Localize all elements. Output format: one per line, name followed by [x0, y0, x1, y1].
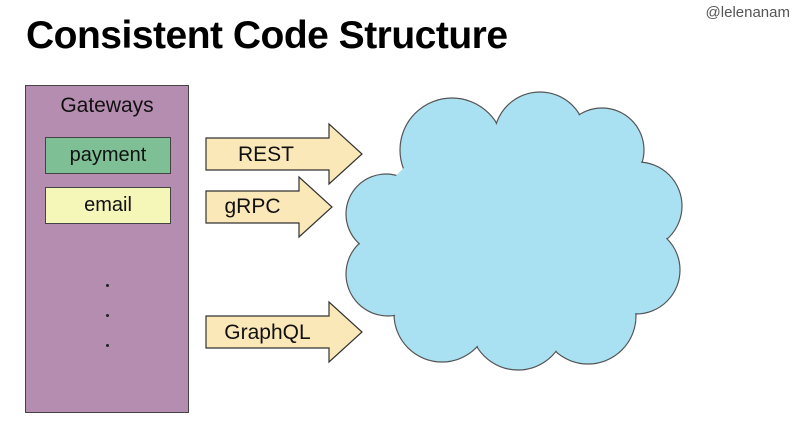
- graphql-label: GraphQL: [224, 321, 311, 344]
- graphql-arrow: [205, 300, 363, 364]
- slide-title: Consistent Code Structure: [26, 14, 508, 57]
- rest-arrow: [205, 122, 363, 186]
- gateway-email: email: [45, 187, 171, 224]
- gateway-payment: payment: [45, 137, 171, 174]
- ellipsis-dot: [106, 344, 109, 347]
- ellipsis-dot: [106, 314, 109, 317]
- grpc-arrow: [205, 175, 333, 239]
- gateways-panel: Gateways payment email: [25, 85, 189, 413]
- grpc-label: gRPC: [224, 195, 281, 218]
- ellipsis-dot: [106, 284, 109, 287]
- author-handle: @lelenanam: [705, 4, 790, 21]
- gateways-panel-title: Gateways: [60, 94, 154, 117]
- rest-label: REST: [237, 143, 294, 166]
- cloud-shape: [345, 91, 683, 371]
